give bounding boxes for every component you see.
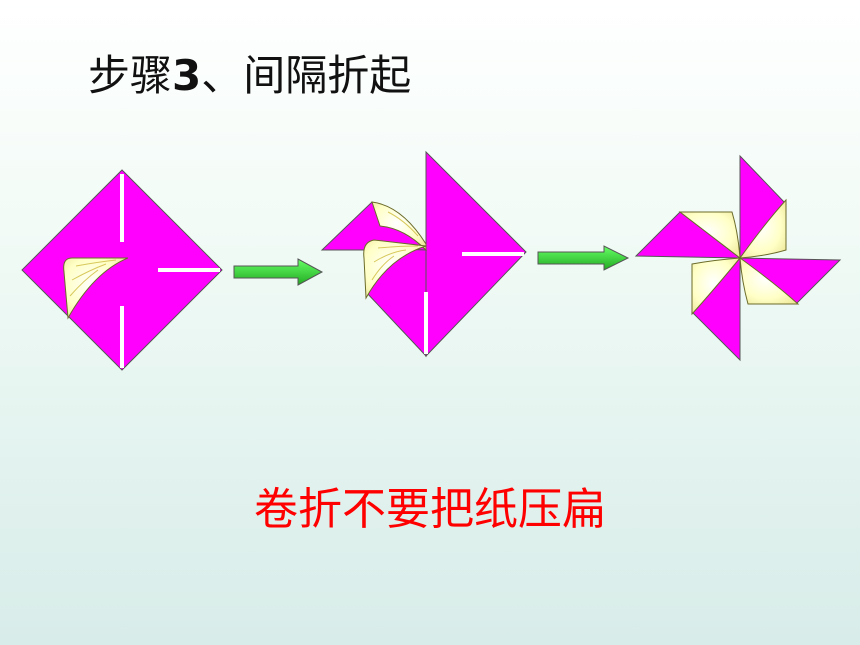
caption: 卷折不要把纸压扁 [254,484,606,535]
stage-partially-folded [320,150,527,358]
arrow-1 [233,258,324,286]
paper-diamond [21,169,223,371]
fold-contour-2 [371,211,419,281]
folded-flap-bottom [363,239,427,300]
slide-title: 步骤3、间隔折起 [88,46,411,106]
stage-pinwheel [634,154,842,362]
pinwheel-fold-left [678,211,741,260]
stage-initial-square [21,169,223,371]
folded-corner [63,257,129,320]
pinwheel-fold-top [738,198,787,259]
title-suffix: 、间隔折起 [201,51,412,100]
fold-contour [69,259,117,297]
title-prefix: 步骤 [88,51,173,100]
folded-flap-top [371,201,427,252]
title-number: 3 [172,51,202,100]
arrow-2 [537,245,630,271]
pinwheel-fold-bottom [691,257,742,316]
pinwheel-fold-right [739,256,800,305]
